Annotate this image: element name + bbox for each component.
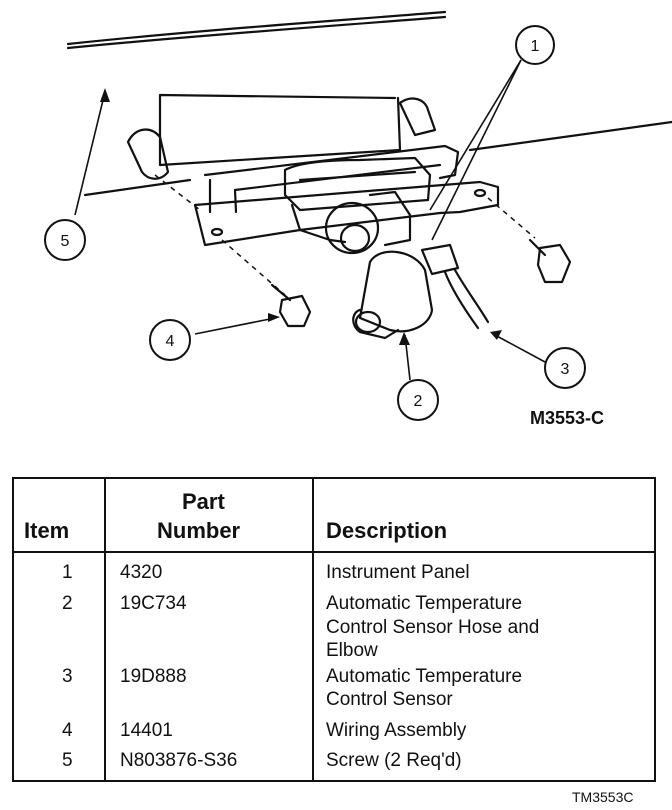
- leader-1: [429, 59, 522, 211]
- bracket-outline: [193, 180, 500, 247]
- bracket-back: [203, 144, 460, 180]
- sensor-opening-outer: [324, 201, 380, 255]
- callout-circle-4: [149, 319, 191, 361]
- arrow-3: [490, 330, 502, 340]
- column-divider-2: [312, 479, 314, 780]
- left-stub: [126, 128, 170, 180]
- row-2-part: 19C734: [120, 593, 187, 614]
- row-2-desc-line1: Automatic Temperature: [326, 593, 523, 614]
- row-3-desc-line2: Control Sensor: [326, 689, 453, 710]
- leader-5: [74, 91, 106, 216]
- sensor-housing: [283, 156, 432, 212]
- panel-top-edge: [66, 10, 447, 46]
- arrow-2: [399, 332, 410, 345]
- header-description: Description: [326, 518, 448, 543]
- row-5-part: N803876-S36: [120, 750, 238, 771]
- header-part-line1: Part: [182, 489, 225, 514]
- row-4-part: 14401: [120, 720, 173, 741]
- arrow-5: [100, 88, 110, 102]
- panel-top-edge-lower: [66, 15, 447, 50]
- hose-elbow: [352, 308, 400, 340]
- callout-label-1: 1: [531, 38, 540, 55]
- row-3-part: 19D888: [120, 666, 187, 687]
- row-3-desc-line1: Automatic Temperature: [326, 666, 523, 687]
- right-stub: [398, 97, 437, 137]
- callout-circle-5: [44, 219, 86, 261]
- exploded-parts-diagram: 1 2 3 4 5: [44, 10, 672, 421]
- callout-circle-3: [544, 347, 586, 389]
- column-divider-1: [104, 479, 106, 780]
- row-4-desc: Wiring Assembly: [326, 720, 467, 741]
- row-2-desc-line3: Elbow: [326, 640, 378, 661]
- screw-right-shaft: [528, 238, 547, 257]
- figure-code: M3553-C: [530, 408, 605, 428]
- leader-1b: [431, 59, 522, 241]
- arrow-4: [268, 313, 280, 322]
- assembly-line-right: [487, 197, 536, 239]
- header-item: Item: [24, 518, 70, 543]
- callout-label-4: 4: [166, 333, 175, 350]
- row-1-part: 4320: [120, 562, 163, 583]
- leader-3: [494, 334, 546, 363]
- row-1-desc: Instrument Panel: [326, 562, 470, 583]
- sensor-clip: [368, 190, 412, 247]
- leader-4: [194, 317, 276, 335]
- screw-left-head: [278, 294, 312, 328]
- header-part-line2: Number: [157, 518, 241, 543]
- screw-left-shaft: [270, 283, 292, 302]
- panel-recess: [158, 93, 402, 167]
- parts-table: Item Part Number Description 1 4320 Inst…: [12, 477, 656, 782]
- table-code: TM3553C: [572, 789, 634, 805]
- panel-surface-lower: [83, 120, 672, 197]
- header-divider: [14, 551, 654, 553]
- screw-right-head: [536, 243, 572, 284]
- bracket-hole-right: [473, 188, 487, 198]
- hose-body: [358, 250, 434, 333]
- row-2-desc-line2: Control Sensor Hose and: [326, 617, 540, 638]
- callout-label-2: 2: [414, 393, 423, 410]
- row-1-item: 1: [62, 562, 73, 583]
- row-5-item: 5: [62, 750, 73, 771]
- sensor-housing-detail: [290, 170, 417, 244]
- callout-label-5: 5: [61, 233, 70, 250]
- sensor-opening-inner: [339, 223, 371, 253]
- assembly-line-left: [221, 239, 286, 296]
- callout-circle-1: [515, 25, 555, 65]
- hose-end: [354, 310, 382, 334]
- row-4-item: 4: [62, 720, 73, 741]
- row-3-item: 3: [62, 666, 73, 687]
- callout-label-3: 3: [561, 361, 570, 378]
- wire-connector: [420, 243, 460, 276]
- row-5-desc: Screw (2 Req'd): [326, 750, 462, 771]
- wiring-harness: [443, 268, 490, 330]
- callout-circle-2: [397, 379, 439, 421]
- row-2-item: 2: [62, 593, 73, 614]
- assembly-line-left-upper: [154, 174, 201, 211]
- bracket-hole-left: [210, 227, 224, 237]
